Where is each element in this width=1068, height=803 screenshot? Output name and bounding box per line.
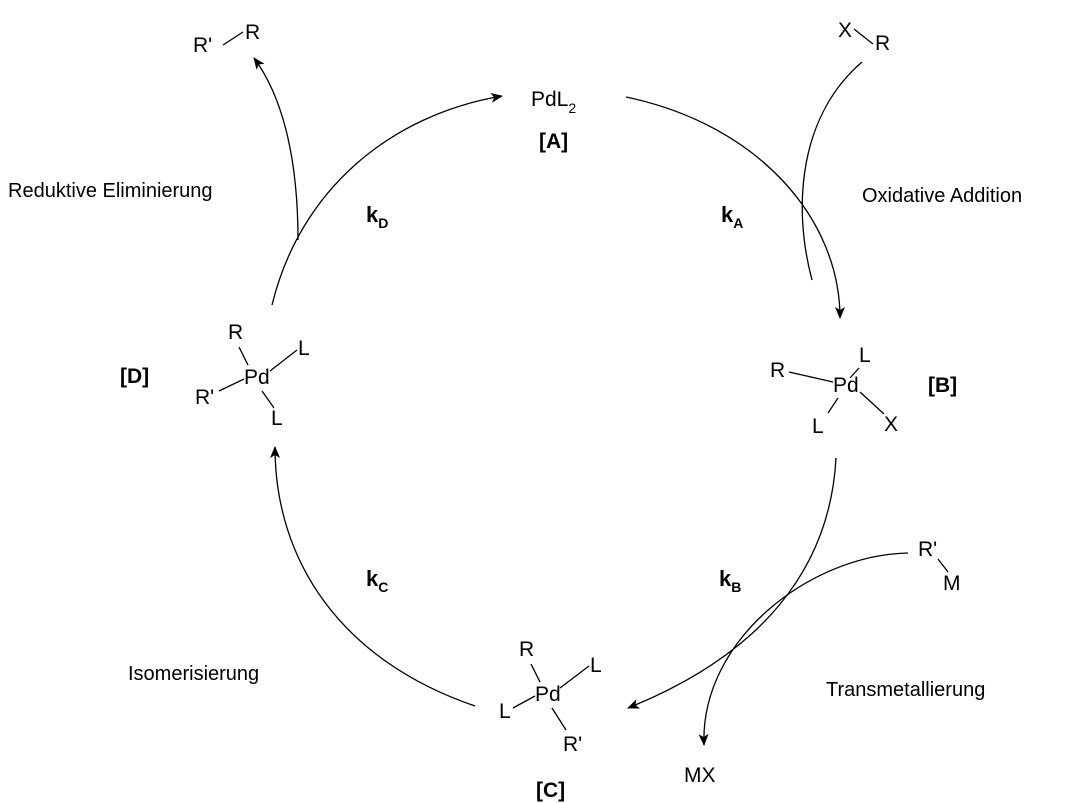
species-c-ligand-r: R	[519, 638, 534, 661]
bond-d-r	[238, 346, 249, 366]
rate-constant-kb: kB	[719, 566, 741, 595]
species-b-ligand-l-top: L	[859, 344, 871, 367]
species-b-ligand-l-bottom: L	[812, 415, 824, 438]
bond-c-r	[530, 663, 541, 683]
species-d-ligand-l-right: L	[298, 337, 310, 360]
species-b-ligand-r: R	[770, 359, 785, 382]
reagent-xr-r: R	[875, 32, 890, 55]
reagent-rm-rprime: R'	[918, 538, 937, 561]
species-a-formula: PdL2	[531, 88, 576, 116]
arrow-rm-to-mx	[698, 552, 909, 746]
species-b-metal: Pd	[833, 374, 859, 397]
species-d-label: [D]	[120, 365, 149, 388]
species-d-metal: Pd	[244, 366, 270, 389]
species-d-ligand-l-bottom: L	[271, 407, 283, 430]
species-a-label: [A]	[539, 130, 568, 153]
product-rr: R' R	[193, 21, 260, 57]
step-isomerisierung: Isomerisierung	[128, 663, 259, 685]
species-c-ligand-rprime: R'	[563, 733, 582, 756]
rate-constant-ka: kA	[721, 202, 743, 231]
step-reduktive-eliminierung: Reduktive Eliminierung	[8, 180, 213, 202]
bond-b-l-top	[849, 367, 860, 379]
species-b: Pd R L L X [B]	[770, 344, 957, 438]
bond-b-x	[859, 391, 885, 415]
arrow-xr-entry	[801, 61, 863, 281]
bond-d-rprime	[218, 378, 245, 392]
arc-d-to-a	[271, 92, 503, 306]
step-oxidative-addition: Oxidative Addition	[862, 185, 1022, 207]
arrow-rr-exit	[253, 57, 299, 241]
species-b-ligand-x: X	[884, 413, 898, 436]
species-c-ligand-l-right: L	[590, 654, 602, 677]
bond-d-l-bottom	[261, 390, 275, 409]
product-rr-rprime: R'	[193, 34, 212, 57]
reagent-rm-m: M	[943, 572, 961, 595]
rate-constant-kd: kD	[366, 202, 388, 231]
bond-c-l-left	[512, 695, 536, 709]
step-transmetallierung: Transmetallierung	[826, 679, 985, 701]
bond-c-l-right	[559, 665, 590, 689]
reagent-xr-x: X	[838, 19, 852, 42]
bond-rm	[937, 558, 949, 573]
arc-a-to-b	[625, 96, 845, 319]
species-a: PdL2 [A]	[531, 88, 576, 153]
species-c-label: [C]	[536, 779, 565, 802]
species-d: Pd R L R' L [D]	[120, 321, 310, 430]
bond-d-l-right	[269, 349, 298, 372]
reagent-xr: X R	[838, 19, 890, 55]
product-rr-r: R	[245, 21, 260, 44]
bond-rr	[222, 31, 244, 46]
bond-b-l-bottom	[827, 397, 839, 414]
byproduct-mx: MX	[684, 764, 716, 787]
species-b-label: [B]	[928, 374, 957, 397]
rate-constant-kc: kC	[366, 566, 388, 595]
bond-xr	[853, 28, 874, 45]
species-d-ligand-rprime: R'	[195, 386, 214, 409]
species-d-ligand-r: R	[228, 321, 243, 344]
reagent-rm: R' M	[918, 538, 961, 595]
arc-c-to-d	[270, 446, 476, 707]
species-c-ligand-l-left: L	[499, 700, 511, 723]
arc-b-to-c	[627, 457, 837, 709]
species-c-metal: Pd	[535, 683, 561, 706]
species-c: Pd R L L R' [C]	[499, 638, 602, 802]
bond-b-r	[788, 371, 834, 383]
bond-c-rprime	[551, 707, 567, 731]
